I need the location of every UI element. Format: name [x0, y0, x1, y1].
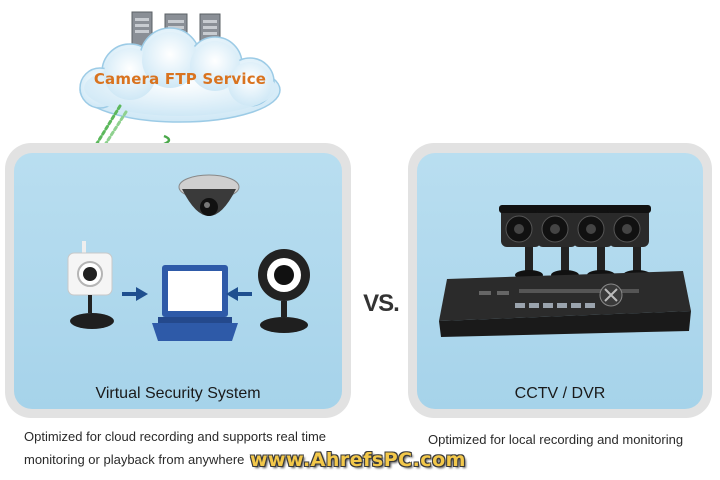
virtual-security-panel: Virtual Security System	[5, 143, 351, 418]
cctv-camera-icon	[499, 205, 651, 280]
virtual-security-panel-body: Virtual Security System	[14, 153, 342, 409]
cloud-title: Camera FTP Service	[93, 70, 267, 88]
ip-camera-icon	[67, 241, 114, 329]
virtual-security-caption: Optimized for cloud recording and suppor…	[24, 425, 354, 471]
virtual-security-label: Virtual Security System	[95, 385, 261, 402]
cctv-dvr-panel-body: CCTV / DVR	[417, 153, 703, 409]
watermark: www.AhrefsPC.com	[250, 449, 466, 471]
cloud-icon	[79, 11, 281, 123]
cctv-dvr-panel: CCTV / DVR	[408, 143, 712, 418]
caption-line: Optimized for cloud recording and suppor…	[24, 429, 327, 444]
arrow-right-icon	[122, 287, 148, 301]
webcam-icon	[258, 249, 310, 333]
cloud-service: Camera FTP Service	[60, 0, 300, 135]
laptop-icon	[152, 265, 238, 341]
caption-line: monitoring or playback from anywhere	[24, 452, 245, 467]
dome-camera-icon	[178, 174, 240, 216]
dvr-recorder-icon	[439, 271, 691, 337]
cctv-dvr-caption: Optimized for local recording and monito…	[428, 432, 684, 447]
cctv-dvr-label: CCTV / DVR	[514, 385, 606, 402]
vs-label: VS.	[363, 290, 400, 317]
arrow-left-icon	[226, 287, 252, 301]
